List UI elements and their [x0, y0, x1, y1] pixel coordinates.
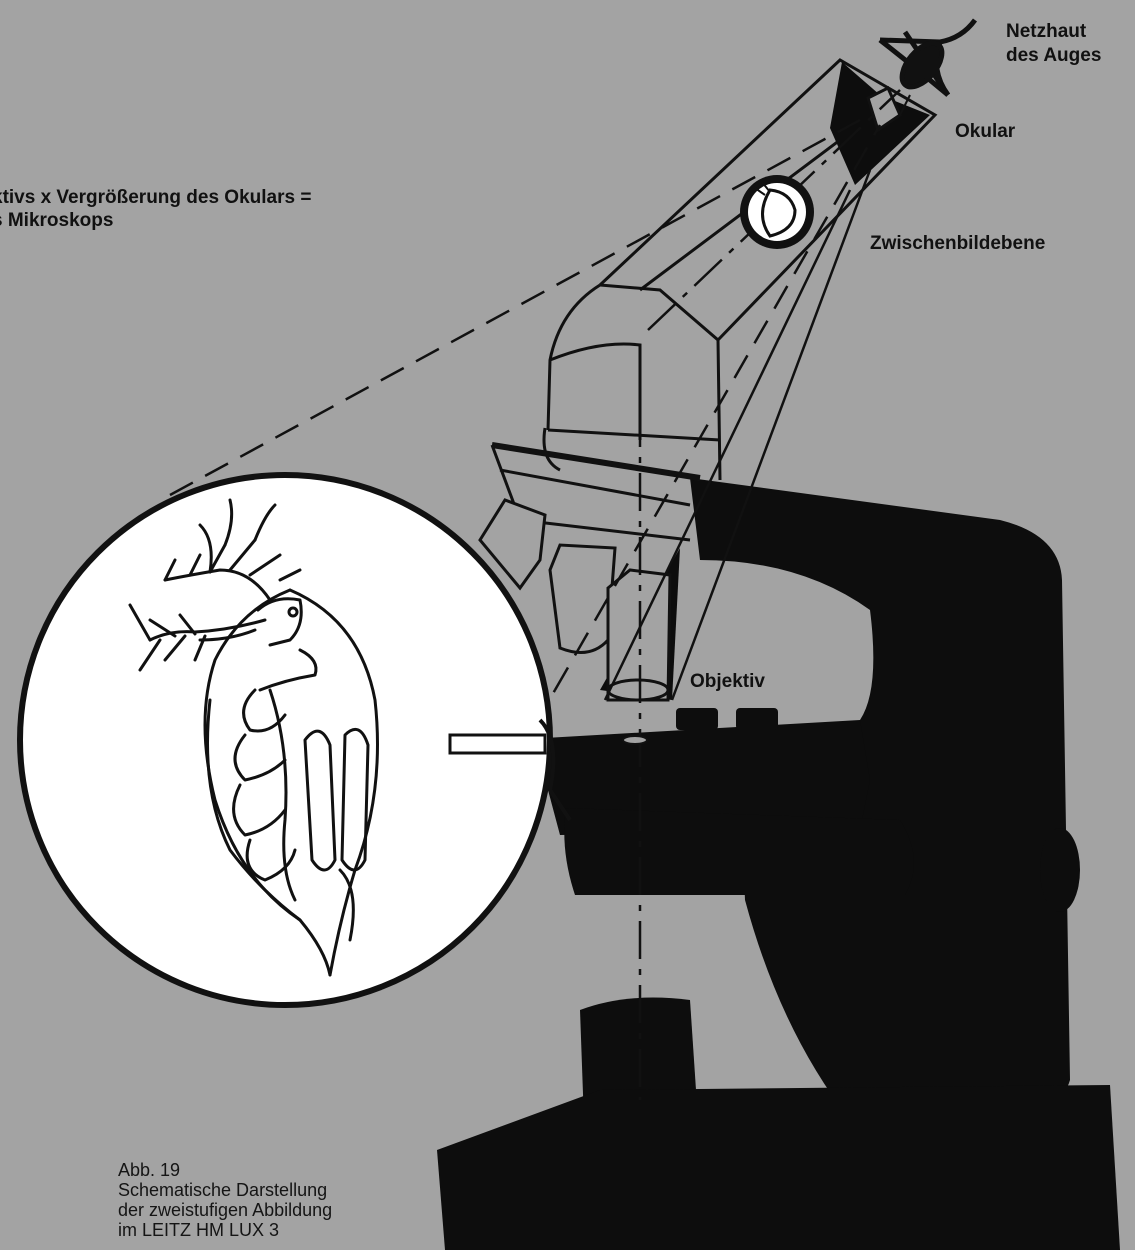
figure-caption: Abb. 19 Schematische Darstellung der zwe… [118, 1160, 332, 1240]
caption-line-2: der zweistufigen Abbildung [118, 1200, 332, 1220]
magnification-formula: ktivs x Vergrößerung des Okulars = s Mik… [0, 186, 311, 232]
eye-icon [880, 20, 975, 95]
caption-figure-number: Abb. 19 [118, 1160, 332, 1180]
caption-line-3: im LEITZ HM LUX 3 [118, 1220, 332, 1240]
retina-label-line-2: des Auges [1006, 44, 1101, 68]
intermediate-plane-label: Zwischenbildebene [870, 232, 1045, 256]
formula-line-2: s Mikroskops [0, 209, 311, 232]
intermediate-image [740, 175, 814, 249]
retina-label-line-1: Netzhaut [1006, 20, 1101, 44]
objective-label: Objektiv [690, 670, 765, 694]
retina-label: Netzhaut des Auges [1006, 20, 1101, 68]
eyepiece-label: Okular [955, 120, 1015, 144]
microscope-silhouette [437, 478, 1120, 1250]
caption-line-1: Schematische Darstellung [118, 1180, 332, 1200]
specimen-circle [20, 475, 570, 1005]
formula-line-1: ktivs x Vergrößerung des Okulars = [0, 186, 311, 209]
